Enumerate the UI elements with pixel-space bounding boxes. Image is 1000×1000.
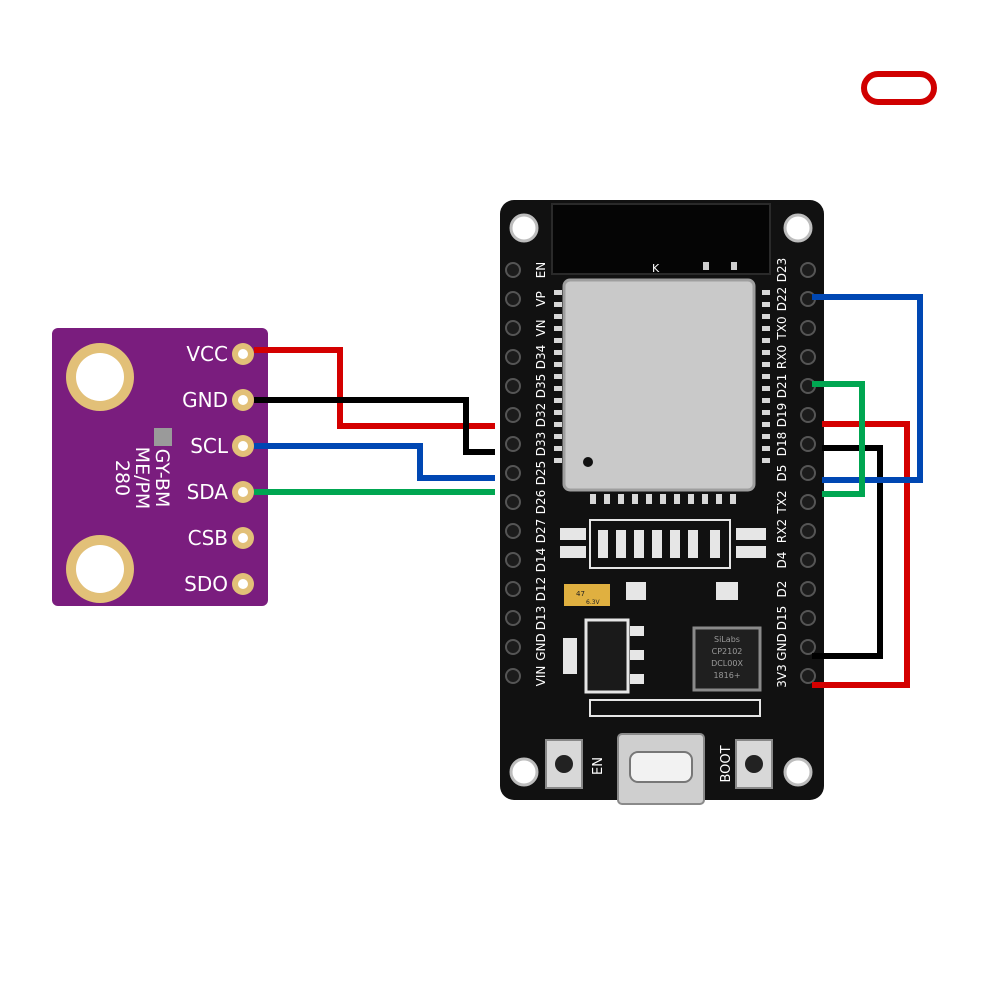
esp-pin-en: EN — [534, 262, 548, 279]
usb-uart-chip — [692, 626, 762, 692]
wires — [254, 294, 923, 688]
esp-pin-d26: D26 — [534, 490, 548, 515]
sensor-chip — [154, 428, 172, 446]
esp-pin-d19: D19 — [775, 403, 789, 428]
chip-mark-1: SiLabs — [714, 635, 740, 644]
wire-gnd-gnd — [254, 397, 495, 455]
module-mark: K — [652, 262, 660, 275]
esp-pin-d35: D35 — [534, 374, 548, 399]
pin-label-sdo: SDO — [184, 572, 228, 596]
pin-label-sda: SDA — [187, 480, 229, 504]
esp-pin-d14: D14 — [534, 548, 548, 573]
esp-pin-d33: D33 — [534, 432, 548, 457]
esp-pin-vin: VIN — [534, 666, 548, 687]
esp-pin-d2: D2 — [775, 581, 789, 598]
en-button-label: EN — [591, 757, 606, 775]
esp-pin-gnd-left: GND — [534, 633, 548, 661]
esp-pin-d13: D13 — [534, 606, 548, 631]
esp-pin-d32: D32 — [534, 403, 548, 428]
pin-label-vcc: VCC — [186, 342, 228, 366]
esp-pin-d5: D5 — [775, 465, 789, 482]
voltage-regulator — [584, 618, 630, 694]
esp-pin-d4: D4 — [775, 552, 789, 569]
esp-pin-vp: VP — [534, 291, 548, 306]
esp-pin-tx0: TX0 — [775, 316, 789, 340]
esp-pin-d15: D15 — [775, 606, 789, 631]
chip-mark-4: 1816+ — [713, 671, 740, 680]
esp-pin-rx2: RX2 — [775, 519, 789, 543]
wire-gnd-gnd-right — [812, 445, 883, 659]
brand-oval-logo-icon — [861, 71, 937, 105]
pin-label-gnd: GND — [182, 388, 228, 412]
silk-line-3: 280 — [111, 460, 133, 496]
esp-pin-d22: D22 — [775, 287, 789, 312]
pin-label-csb: CSB — [188, 526, 228, 550]
chip-mark-2: CP2102 — [712, 647, 743, 656]
micro-usb-port[interactable] — [617, 733, 705, 805]
esp-pin-d25: D25 — [534, 461, 548, 486]
cap-mark-value: 47 — [576, 590, 585, 598]
boot-button-label: BOOT — [719, 745, 734, 782]
esp-pin-tx2: TX2 — [775, 490, 789, 514]
esp-pin-d27: D27 — [534, 519, 548, 544]
wire-vcc-3v3 — [254, 347, 495, 429]
cap-mark-voltage: 6.3V — [586, 599, 601, 606]
chip-mark-3: DCL00X — [711, 659, 743, 668]
esp-pin-vn: VN — [534, 319, 548, 336]
pin-label-scl: SCL — [190, 434, 229, 458]
en-button[interactable] — [545, 739, 583, 789]
esp-pin-d23: D23 — [775, 258, 789, 283]
wire-sda-d21-right — [812, 381, 865, 497]
wire-scl-d22-right — [812, 294, 923, 483]
sensor-silkscreen: GY-BM ME/PM 280 — [111, 447, 173, 510]
esp-pin-d21: D21 — [775, 374, 789, 399]
esp32-devkit-board: K — [500, 200, 824, 805]
esp-pin-d12: D12 — [534, 577, 548, 602]
wire-scl-d22 — [254, 443, 495, 481]
boot-button[interactable] — [735, 739, 773, 789]
esp-pin-d18: D18 — [775, 432, 789, 457]
esp-pin-d34: D34 — [534, 345, 548, 370]
silk-line-1: GY-BM — [151, 449, 173, 508]
bme280-sensor-board: GY-BM ME/PM 280 VCC GND SCL SDA CSB SDO — [52, 328, 268, 606]
esp-pin-3v3: 3V3 — [775, 664, 789, 687]
esp32-wroom-shield — [562, 278, 756, 492]
esp-pin-gnd-right: GND — [775, 633, 789, 661]
tantalum-capacitor — [564, 584, 610, 606]
esp-pin-rx0: RX0 — [775, 345, 789, 369]
silk-line-2: ME/PM — [131, 447, 153, 510]
